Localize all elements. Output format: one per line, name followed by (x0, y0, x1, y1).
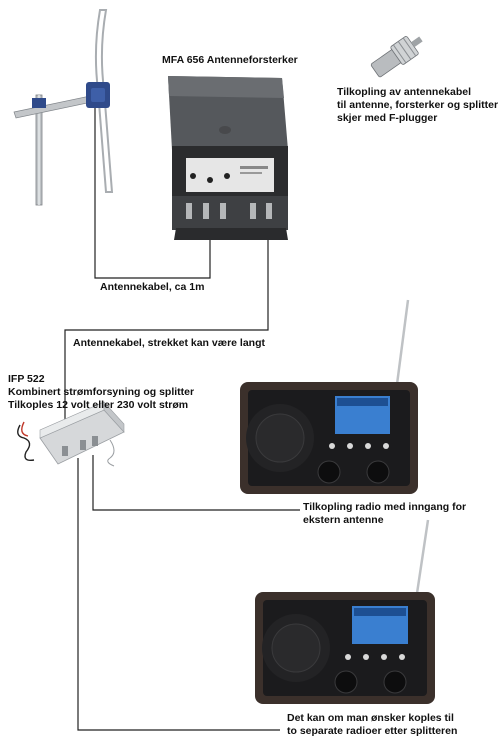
cable-splitter-to-radio-two (77, 458, 280, 731)
antenna-amplifier-device (168, 76, 288, 240)
f-plug-note-label: Tilkopling av antennekabel til antenne, … (337, 86, 499, 124)
dab-radio-one (240, 299, 418, 494)
amplifier-title-label: MFA 656 Antenneforsterker (162, 54, 298, 66)
radio-one-note-label: Tilkopling radio med inngang for ekstern… (303, 501, 467, 526)
f-plug-connector (370, 36, 423, 78)
dipole-antenna (13, 9, 114, 206)
radio-two-note-label: Det kan om man ønsker koples til to sepa… (287, 712, 458, 737)
splitter-description-label: IFP 522 Kombinert strømforsyning og spli… (8, 373, 195, 411)
long-cable-label: Antennekabel, strekket kan være langt (73, 337, 265, 349)
cable-amplifier-to-splitter (64, 240, 269, 455)
cable-lines (64, 95, 300, 731)
cable-splitter-to-radio-one (92, 455, 300, 511)
short-cable-label: Antennekabel, ca 1m (100, 281, 205, 293)
cable-antenna-to-amplifier (94, 95, 211, 279)
dab-radio-two (255, 519, 435, 704)
splitter-power-supply-device (17, 401, 125, 467)
